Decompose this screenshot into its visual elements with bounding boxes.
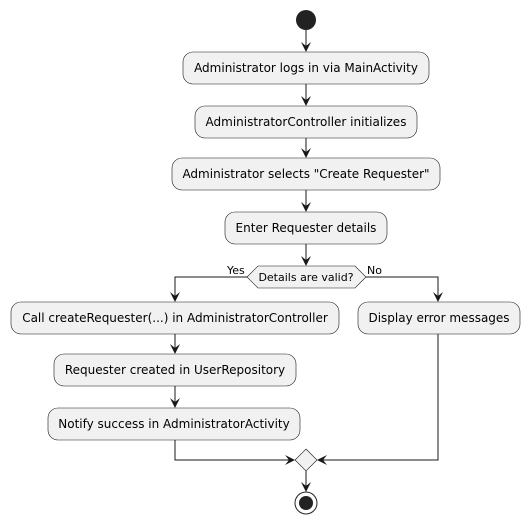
activity-login-label: Administrator logs in via MainActivity	[194, 61, 418, 75]
arrowhead	[170, 292, 180, 302]
decision-label: Details are valid?	[258, 271, 353, 284]
arrowhead	[301, 202, 311, 212]
branch-yes-label: Yes	[226, 264, 245, 277]
activity-select-create-label: Administrator selects "Create Requester"	[182, 167, 429, 181]
edge-decision-no	[366, 276, 439, 296]
edge-error-merge	[323, 334, 439, 461]
branch-no-label: No	[367, 264, 382, 277]
arrowhead	[301, 42, 311, 52]
activity-error-label: Display error messages	[368, 311, 509, 325]
activity-notify-label: Notify success in AdministratorActivity	[58, 417, 289, 431]
arrowhead	[301, 96, 311, 106]
activity-error	[357, 301, 521, 335]
arrowhead	[170, 344, 180, 354]
merge-node	[294, 448, 318, 472]
arrowhead	[433, 292, 443, 302]
edge-notify-merge	[174, 440, 289, 461]
end-node-outer	[294, 491, 318, 515]
activity-enter-details-label: Enter Requester details	[236, 221, 377, 235]
activity-notify	[47, 407, 301, 441]
arrowhead	[301, 482, 311, 492]
activity-call-create-label: Call createRequester(...) in Administrat…	[22, 311, 328, 325]
arrowhead	[170, 398, 180, 408]
start-node	[296, 10, 316, 30]
activity-controller-init-label: AdministratorController initializes	[206, 115, 407, 129]
arrowhead	[317, 455, 327, 465]
arrowhead	[301, 256, 311, 266]
activity-created-label: Requester created in UserRepository	[65, 363, 285, 377]
edge-decision-yes	[174, 276, 247, 296]
arrowhead	[301, 148, 311, 158]
arrowhead	[285, 455, 295, 465]
end-node-inner	[299, 496, 313, 510]
